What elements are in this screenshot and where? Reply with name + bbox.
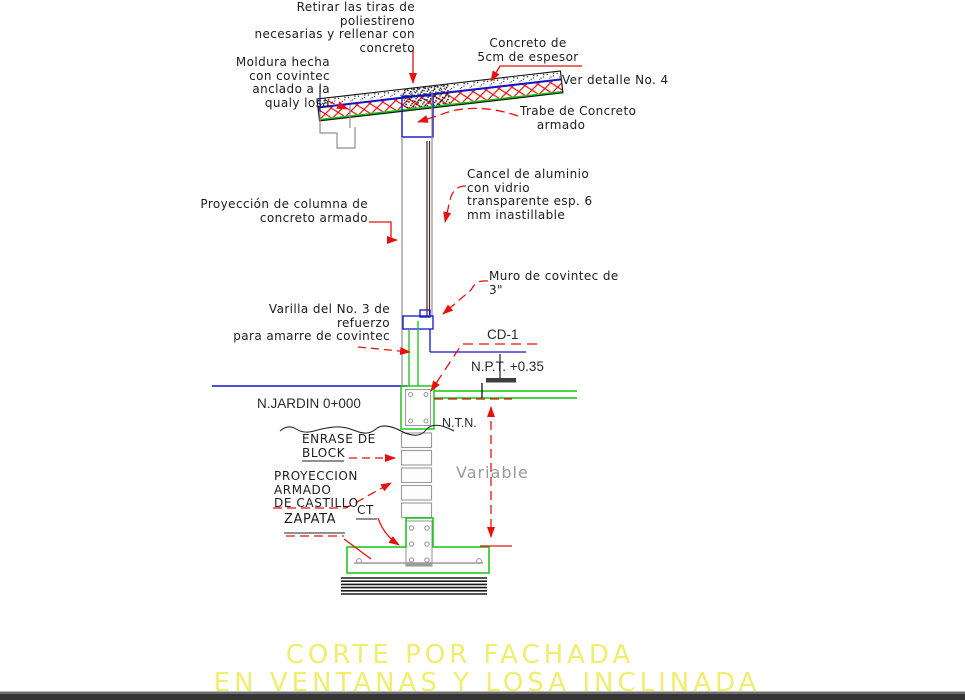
castillo-pedestal <box>405 520 433 567</box>
drawing-title-line1: CORTE POR FACHADA <box>285 640 635 670</box>
note-varilla: Varilla del No. 3 de refuerzo para amarr… <box>233 302 390 343</box>
varilla-rebar-lines <box>408 321 419 386</box>
label-proyeccion-castillo: PROYECCION ARMADO DE CASTILLO <box>274 469 359 510</box>
glass-cancel-line <box>426 141 431 316</box>
leader-ct <box>377 517 400 546</box>
variable-dimension <box>434 398 512 547</box>
bottom-edge-bar <box>0 691 965 700</box>
note-retirar: Retirar las tiras de poliestireno necesa… <box>254 0 415 55</box>
note-proyeccion-columna: Proyección de columna de concreto armado <box>200 197 368 225</box>
label-underlines <box>284 460 377 534</box>
interior-floor-slab-band <box>434 390 577 399</box>
column-projection-lines <box>401 93 433 386</box>
label-variable: Variable <box>456 463 529 482</box>
note-cancel: Cancel de aluminio con vidrio transparen… <box>467 167 593 222</box>
ground-wavy-line <box>279 424 455 436</box>
label-cd1: CD-1 <box>487 327 519 342</box>
footing-rebar <box>354 558 483 567</box>
leader-moldura <box>327 100 348 110</box>
block-column <box>400 432 433 519</box>
note-moldura: Moldura hecha con covintec anclado a la … <box>235 55 330 110</box>
label-ntn: N.T.N. <box>442 416 477 430</box>
zapata-footing-outline <box>346 517 490 574</box>
label-njardin: N.JARDIN 0+000 <box>257 396 361 411</box>
label-zapata: ZAPATA <box>284 512 337 527</box>
leader-varilla <box>357 346 411 356</box>
leader-castillo <box>273 482 392 509</box>
npt-datum-symbol <box>481 354 516 398</box>
note-concreto-5cm: Concreto de 5cm de espesor <box>477 36 579 64</box>
note-trabe: Trabe de Concreto armado <box>520 104 637 132</box>
moldura-profile <box>319 86 356 149</box>
base-layer-lines <box>341 577 487 595</box>
slab-outline <box>316 70 564 122</box>
leader-cd1 <box>430 343 537 392</box>
label-ct: CT <box>357 503 374 517</box>
inclined-slab <box>316 70 564 122</box>
leader-proyeccion-columna <box>369 221 398 244</box>
leader-zapata <box>343 538 372 560</box>
leader-muro <box>442 280 489 315</box>
red-leaders <box>273 50 582 560</box>
label-enrase-block: ENRASE DE BLOCK <box>302 432 376 460</box>
moldura-step <box>319 112 356 149</box>
leader-cancel <box>443 185 467 223</box>
trabe-concrete-beam <box>401 95 434 138</box>
leader-trabe <box>417 107 519 123</box>
label-npt: N.P.T. +0.35 <box>471 359 544 374</box>
cd1-tie-beam <box>400 385 435 430</box>
leader-concreto <box>490 65 582 82</box>
note-ver-detalle: Ver detalle No. 4 <box>562 73 669 87</box>
note-muro: Muro de covintec de 3" <box>489 269 619 297</box>
